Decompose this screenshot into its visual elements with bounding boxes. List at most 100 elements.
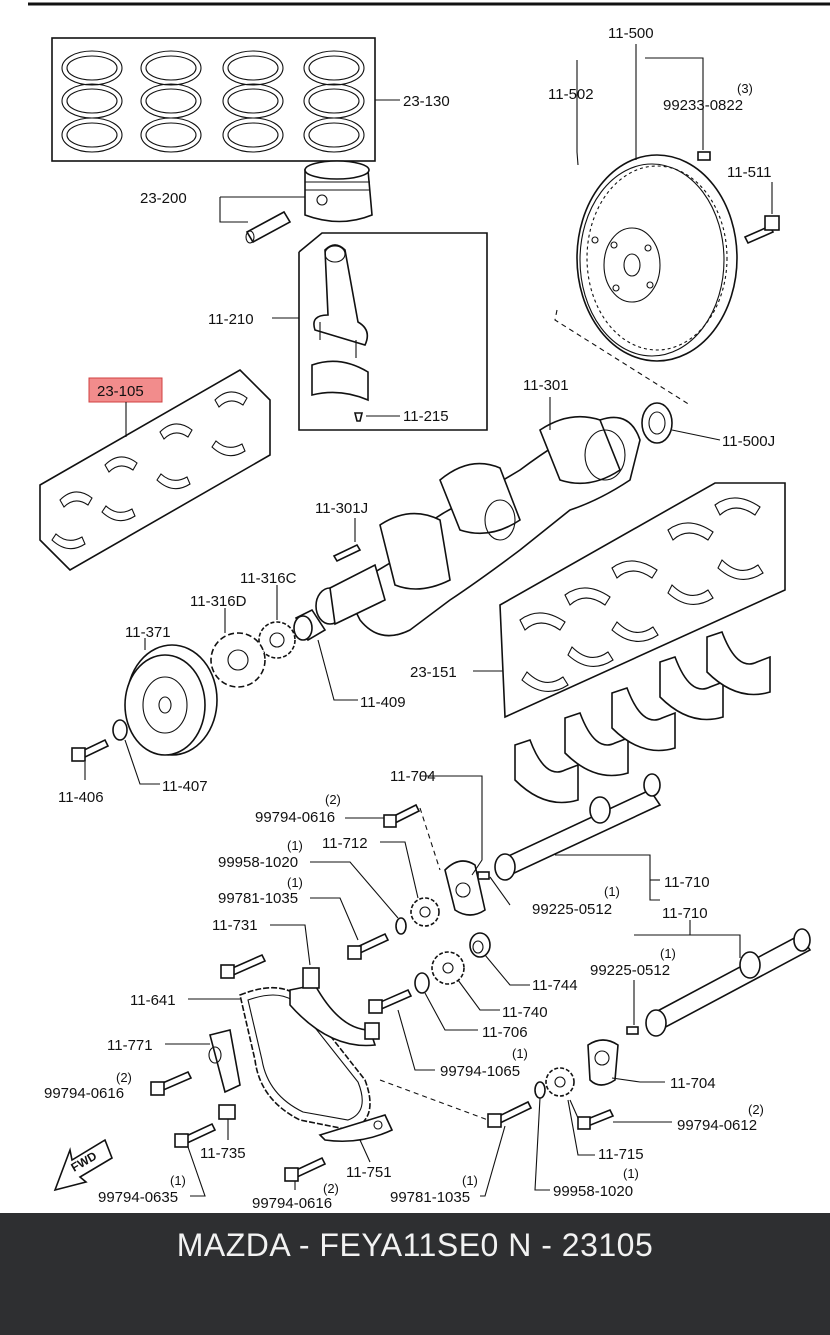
label-11-706: 11-706 — [482, 1024, 528, 1041]
main-bearing-caps — [514, 630, 771, 804]
flywheel-bolt — [743, 182, 780, 245]
bolt-99794-0616-a — [345, 803, 441, 871]
label-99781-1035-a: 99781-1035 — [218, 890, 298, 907]
bolt-99794-0635 — [174, 1122, 217, 1197]
fwd-arrow-icon: FWD — [53, 1138, 113, 1192]
label-23-151: 23-151 — [410, 664, 457, 681]
bolt-99794-1065 — [368, 988, 435, 1071]
balance-shaft-upper — [494, 773, 662, 901]
label-11-771: 11-771 — [107, 1037, 153, 1054]
label-99794-0616-a: 99794-0616 — [255, 809, 335, 826]
label-11-215: 11-215 — [403, 408, 449, 425]
qty-99794-0616-c: (2) — [323, 1181, 339, 1196]
label-11-502: 11-502 — [548, 86, 594, 103]
pulley-washer — [112, 719, 160, 785]
label-11-710-a: 11-710 — [664, 874, 710, 891]
label-11-731: 11-731 — [212, 917, 258, 934]
label-99794-1065: 99794-1065 — [440, 1063, 520, 1080]
sprocket-11-740 — [431, 951, 500, 1011]
qty-99958-1020-b: (1) — [623, 1166, 639, 1181]
key-99225-0512-b — [626, 1026, 639, 1035]
label-11-641: 11-641 — [130, 992, 176, 1009]
qty-99225-0512-a: (1) — [604, 884, 620, 899]
qty-99794-0616-a: (2) — [325, 792, 341, 807]
piston — [304, 160, 373, 223]
label-11-500J: 11-500J — [722, 433, 775, 450]
sleeve-11-735 — [218, 1104, 236, 1140]
label-23-105: 23-105 — [97, 383, 144, 400]
label-23-200: 23-200 — [140, 190, 187, 207]
label-11-735: 11-735 — [200, 1145, 246, 1162]
label-11-712: 11-712 — [322, 835, 368, 852]
label-11-210: 11-210 — [208, 311, 254, 328]
label-11-744: 11-744 — [532, 977, 578, 994]
balance-shaft-lower — [634, 920, 812, 1037]
qty-99225-0512-b: (1) — [660, 946, 676, 961]
sprocket-11-316D — [210, 608, 266, 688]
pulley-bolt — [71, 738, 110, 780]
footer-bar: MAZDA - FEYA11SE0 N - 23105 — [0, 1213, 830, 1335]
cover-plate-lower — [587, 1039, 665, 1086]
key-99225-0512-a — [477, 871, 490, 880]
piston-ring-set — [51, 37, 400, 162]
label-11-371: 11-371 — [125, 624, 171, 641]
label-11-715: 11-715 — [598, 1146, 644, 1163]
sprocket-11-712 — [380, 841, 440, 927]
label-99794-0616-b: 99794-0616 — [44, 1085, 124, 1102]
label-11-751: 11-751 — [346, 1164, 392, 1181]
label-99794-0616-c: 99794-0616 — [252, 1195, 332, 1212]
label-99794-0612: 99794-0612 — [677, 1117, 757, 1134]
bolt-99781-1035-a — [310, 897, 390, 960]
sprocket-11-316C — [258, 585, 296, 659]
washer-99958-1020-b — [534, 1081, 550, 1191]
bolt-99794-0612 — [567, 1099, 672, 1156]
label-11-511: 11-511 — [727, 164, 771, 181]
flywheel — [554, 44, 738, 406]
idler-11-744 — [469, 932, 530, 986]
dowel-pin — [697, 151, 711, 161]
piston-pin — [219, 196, 305, 244]
parts-exploded-diagram: 23-130 23-200 11-210 11-215 — [28, 2, 830, 1212]
qty-99958-1020-a: (1) — [287, 838, 303, 853]
label-99225-0512-a: 99225-0512 — [532, 901, 612, 918]
woodruff-key — [332, 518, 362, 563]
label-11-301J: 11-301J — [315, 500, 368, 517]
qty-99794-0635: (1) — [170, 1173, 186, 1188]
qty-99233-0822: (3) — [737, 81, 753, 96]
cover-plate-upper — [420, 775, 486, 916]
bolt-99781-1035-b — [379, 1079, 533, 1197]
connecting-rod-set — [272, 232, 488, 431]
pilot-bearing — [641, 402, 721, 444]
bearing-set-23-105 — [39, 369, 271, 571]
crank-pulley — [124, 638, 218, 756]
timing-chain-11-641 — [188, 987, 371, 1131]
label-11-316C: 11-316C — [240, 570, 297, 587]
washer-11-706 — [414, 972, 478, 1031]
label-11-704-b: 11-704 — [670, 1075, 716, 1092]
footer-title: MAZDA - FEYA11SE0 N - 23105 — [176, 1227, 654, 1263]
qty-99794-1065: (1) — [512, 1046, 528, 1061]
label-99225-0512-b: 99225-0512 — [590, 962, 670, 979]
label-11-740: 11-740 — [502, 1004, 548, 1021]
label-99233-0822: 99233-0822 — [663, 97, 743, 114]
qty-99794-0612: (2) — [748, 1102, 764, 1117]
spacer-11-409 — [293, 608, 358, 701]
label-11-406: 11-406 — [58, 789, 104, 806]
label-99958-1020-b: 99958-1020 — [553, 1183, 633, 1200]
bolt-99794-0616-c — [284, 1156, 327, 1190]
label-23-130: 23-130 — [403, 93, 450, 110]
label-99781-1035-b: 99781-1035 — [390, 1189, 470, 1206]
qty-99794-0616-b: (2) — [116, 1070, 132, 1085]
label-11-301: 11-301 — [523, 377, 569, 394]
label-11-710-b: 11-710 — [662, 905, 708, 922]
label-11-316D: 11-316D — [190, 593, 247, 610]
label-11-409: 11-409 — [360, 694, 406, 711]
label-99958-1020-a: 99958-1020 — [218, 854, 298, 871]
chain-guide — [289, 967, 380, 1047]
label-11-407: 11-407 — [162, 778, 208, 795]
chain-guide-11-751 — [318, 1114, 394, 1163]
label-11-704-a: 11-704 — [390, 768, 436, 785]
bolt-99794-0616-b — [150, 1070, 193, 1096]
sprocket-lower — [545, 1067, 575, 1097]
label-99794-0635: 99794-0635 — [98, 1189, 178, 1206]
